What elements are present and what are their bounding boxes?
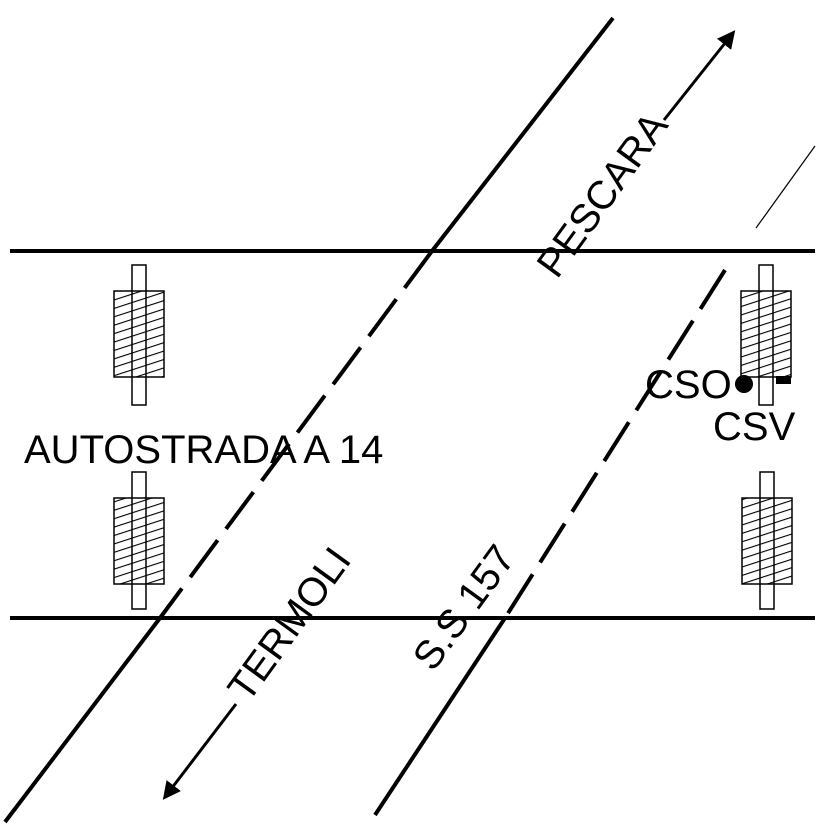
direction-termoli-label: TERMOLI	[220, 540, 360, 710]
sensor-csv-label: CSV	[713, 405, 796, 449]
arrow-termoli-icon	[162, 703, 238, 800]
sensor-csv-marker	[776, 376, 791, 384]
road-label: S.S 157	[405, 537, 524, 678]
road-edge-east	[373, 145, 816, 817]
pier-south-east	[741, 471, 793, 610]
road-edge-west	[3, 16, 615, 824]
pier-north-east	[740, 264, 792, 406]
sensor-cso-marker	[735, 375, 753, 393]
highway-label: AUTOSTRADA A 14	[24, 428, 383, 472]
pier-south-west	[113, 471, 165, 610]
direction-pescara-label: PESCARA	[529, 105, 677, 286]
pier-north-west	[113, 264, 165, 406]
sensor-cso-label: CSO	[645, 363, 732, 407]
arrow-pescara-icon	[662, 30, 736, 121]
